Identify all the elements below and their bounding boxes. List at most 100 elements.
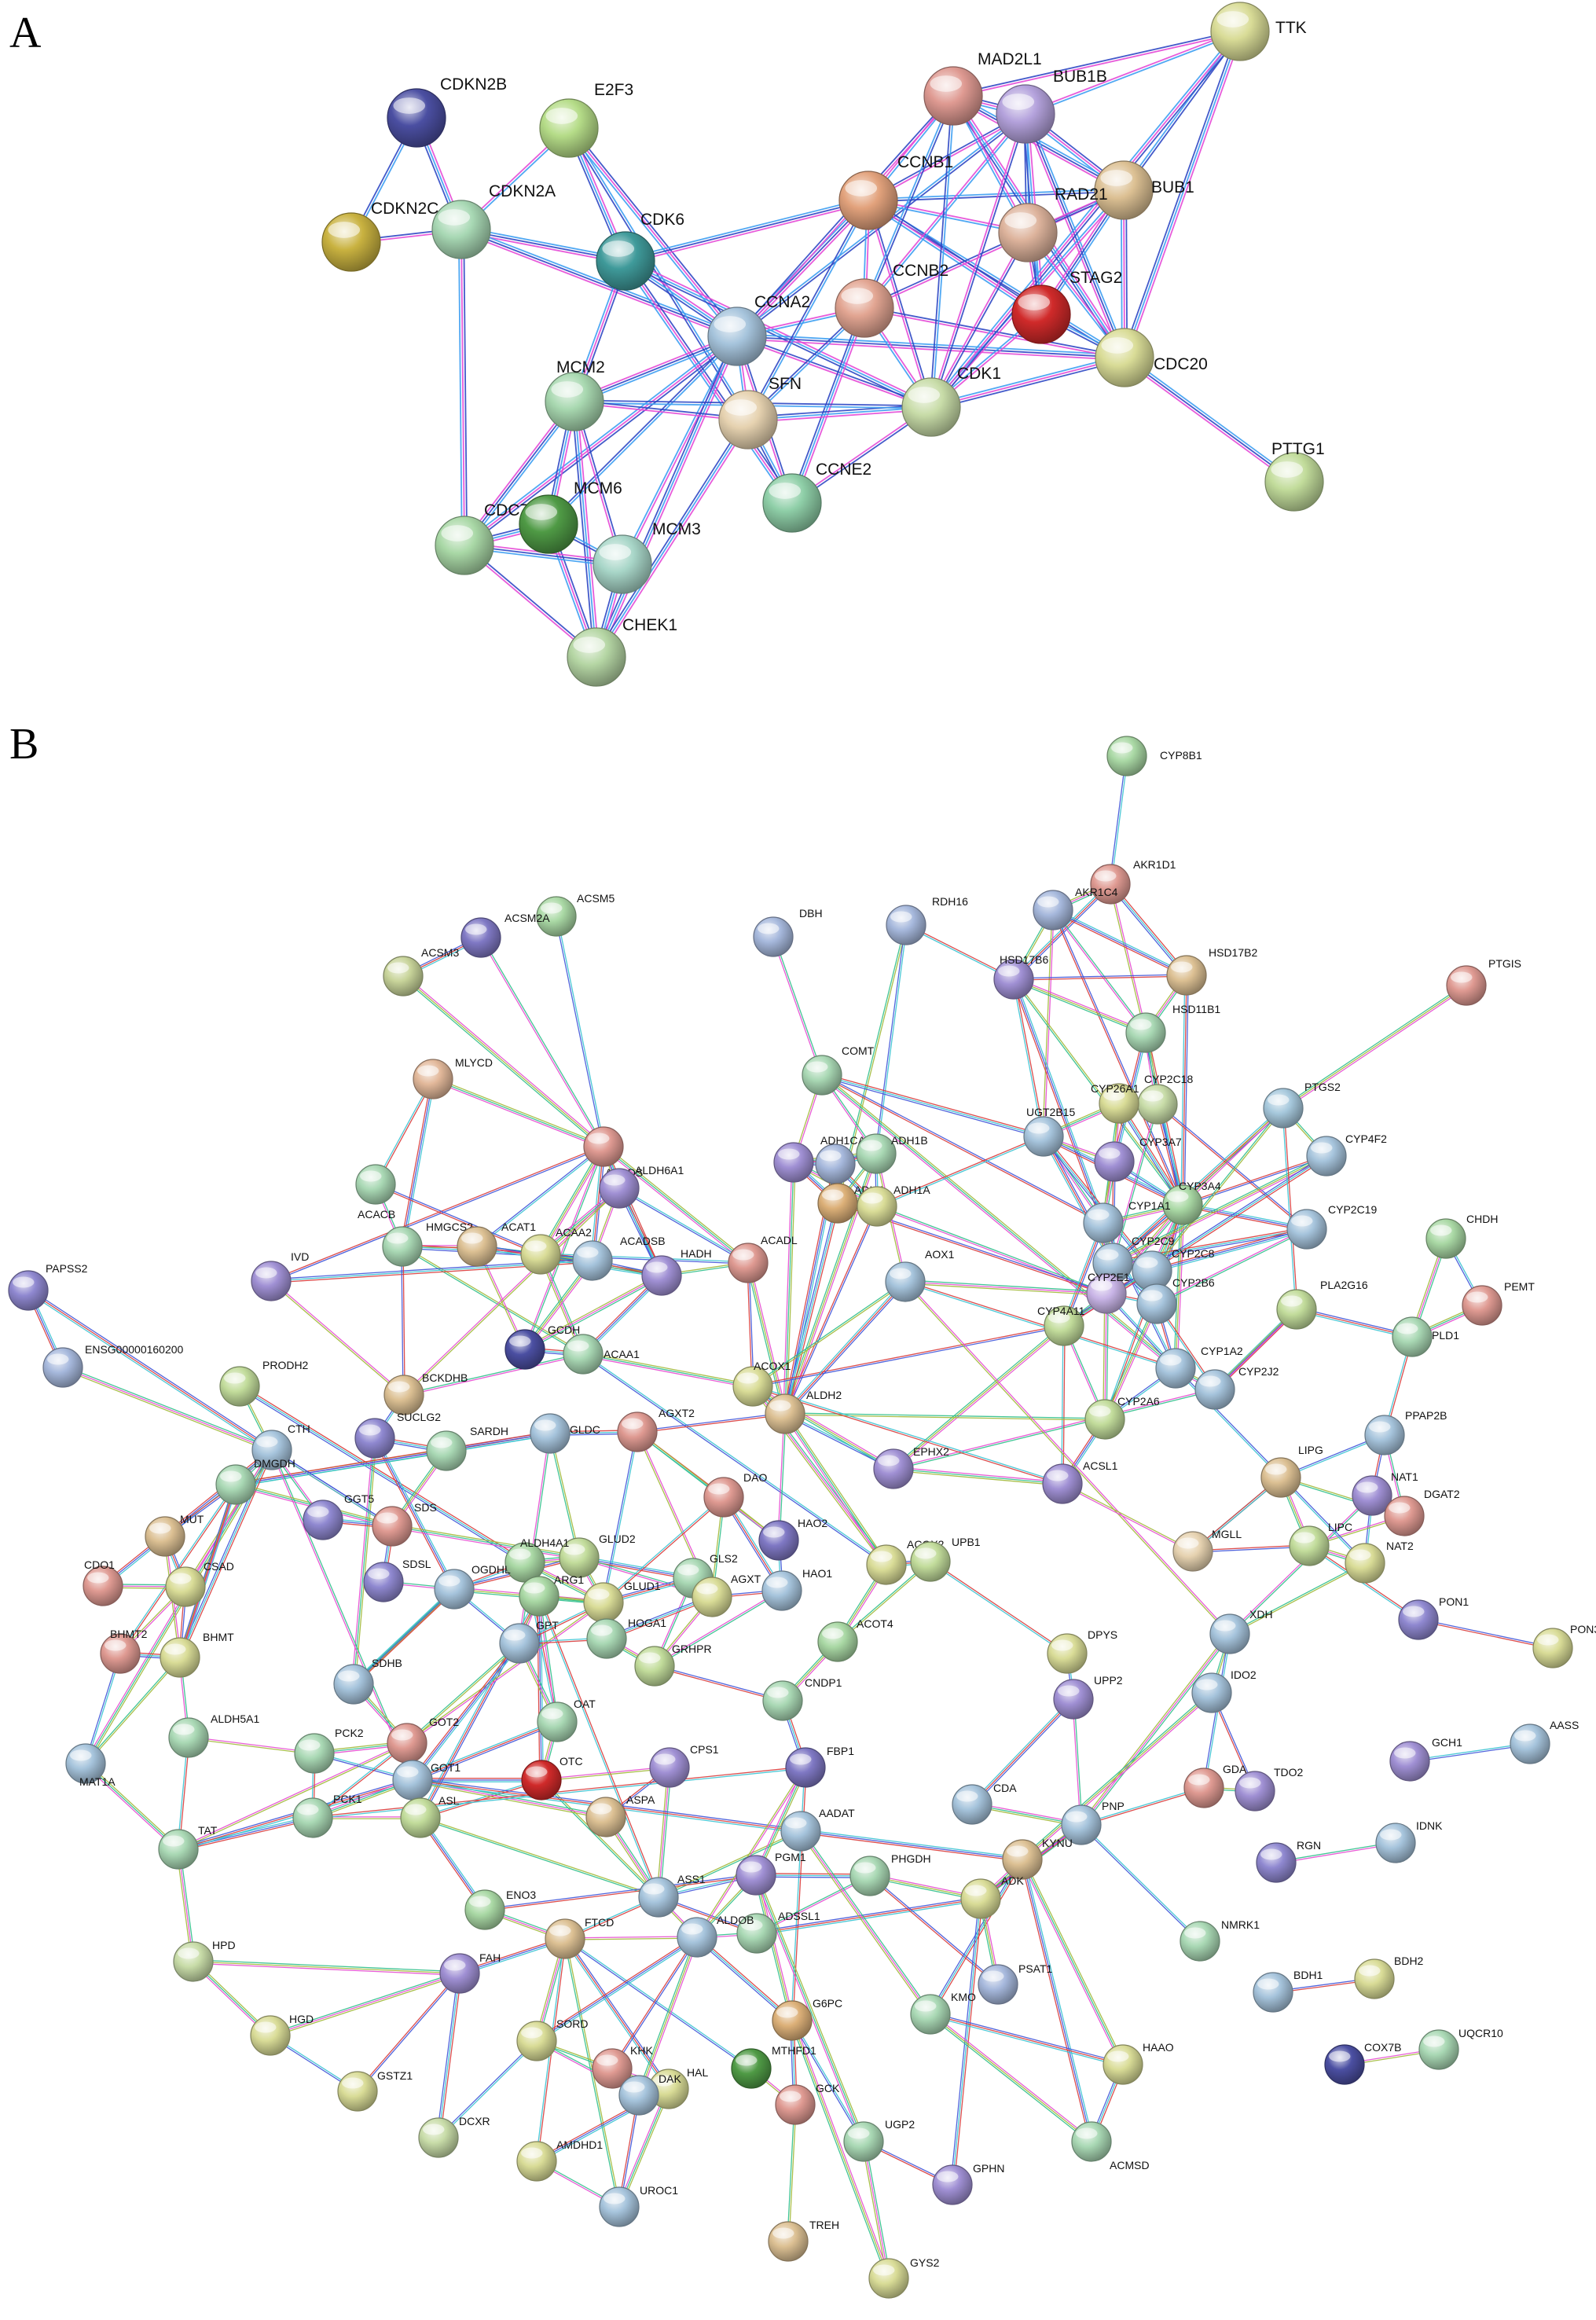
- b-node-ALDH5A1[interactable]: [168, 1717, 209, 1758]
- b-node-FAH[interactable]: [439, 1953, 480, 1994]
- b-node-AGXT[interactable]: [692, 1577, 732, 1617]
- b-node-GDA[interactable]: [1183, 1768, 1224, 1808]
- b-node-HSD11B1[interactable]: [1125, 1012, 1166, 1053]
- a-node-MCM6[interactable]: [519, 494, 578, 554]
- b-node-MTHFD1[interactable]: [731, 2048, 772, 2089]
- b-node-NMRK1[interactable]: [1180, 1921, 1220, 1962]
- b-node-BDH1[interactable]: [1253, 1972, 1293, 2013]
- b-node-EPHX2[interactable]: [873, 1448, 914, 1489]
- a-node-PTTG1[interactable]: [1264, 452, 1324, 512]
- b-node-GRHPR[interactable]: [634, 1646, 675, 1687]
- b-node-ADH1C[interactable]: [773, 1142, 814, 1183]
- b-node-IDO2[interactable]: [1191, 1672, 1232, 1713]
- b-node-HAO1[interactable]: [761, 1570, 802, 1611]
- b-node-COX7B[interactable]: [1324, 2044, 1365, 2085]
- b-node-ARG1[interactable]: [519, 1576, 560, 1617]
- b-node-TAT[interactable]: [158, 1829, 199, 1870]
- b-node-OAT[interactable]: [537, 1701, 578, 1742]
- b-node-ASPA[interactable]: [585, 1797, 626, 1837]
- b-node-SUCLG2[interactable]: [354, 1418, 395, 1459]
- b-node-ADH1A[interactable]: [857, 1186, 897, 1227]
- b-node-ASL[interactable]: [400, 1797, 441, 1838]
- b-node-HGD[interactable]: [250, 2015, 291, 2056]
- b-node-ACAT1[interactable]: [457, 1226, 497, 1267]
- b-node-CYP2C19[interactable]: [1286, 1209, 1327, 1250]
- a-node-CCNB2[interactable]: [835, 278, 894, 338]
- a-node-SFN[interactable]: [718, 390, 778, 450]
- b-node-ACMSD[interactable]: [1071, 2121, 1112, 2162]
- b-node-DAK[interactable]: [618, 2075, 659, 2116]
- b-node-DCXR[interactable]: [418, 2117, 459, 2158]
- a-node-CDK6[interactable]: [596, 231, 655, 291]
- b-node-ADK[interactable]: [960, 1878, 1001, 1919]
- b-node-PTGIS[interactable]: [1446, 965, 1487, 1006]
- b-node-SDHB[interactable]: [333, 1664, 374, 1705]
- b-node-SARDH[interactable]: [426, 1430, 467, 1471]
- a-node-CCNA2[interactable]: [707, 307, 767, 366]
- b-node-GCK[interactable]: [775, 2084, 816, 2125]
- b-node-PPAP2B[interactable]: [1364, 1415, 1405, 1456]
- b-node-CDA[interactable]: [952, 1784, 992, 1825]
- b-node-ACADS[interactable]: [583, 1126, 624, 1167]
- b-node-DAO[interactable]: [703, 1477, 744, 1518]
- b-node-ACAA1[interactable]: [563, 1334, 604, 1375]
- b-node-AADAT[interactable]: [780, 1811, 821, 1852]
- b-node-PCK2[interactable]: [294, 1733, 335, 1774]
- b-node-PCK1[interactable]: [292, 1797, 333, 1838]
- a-node-MCM3[interactable]: [593, 534, 652, 594]
- a-node-MAD2L1[interactable]: [923, 66, 983, 126]
- b-node-FTCD[interactable]: [545, 1918, 585, 1959]
- a-node-CCNB1[interactable]: [838, 171, 898, 230]
- b-node-SDSL[interactable]: [363, 1562, 404, 1602]
- b-node-BDH2[interactable]: [1354, 1958, 1395, 1999]
- b-node-HSD17B2[interactable]: [1166, 955, 1207, 996]
- b-node-GLUD1[interactable]: [583, 1582, 624, 1623]
- b-node-ADH6[interactable]: [815, 1143, 856, 1184]
- b-node-ALDOB[interactable]: [677, 1917, 717, 1958]
- b-node-ALDH2[interactable]: [765, 1393, 805, 1434]
- b-node-ADH1B[interactable]: [856, 1133, 897, 1174]
- b-node-CYP2C18[interactable]: [1137, 1084, 1178, 1125]
- b-node-GOT2[interactable]: [387, 1723, 427, 1764]
- b-node-RGN[interactable]: [1256, 1842, 1297, 1883]
- b-node-HAO2[interactable]: [758, 1520, 799, 1561]
- b-node-HMGCS2[interactable]: [382, 1226, 423, 1267]
- b-node-DMGDH[interactable]: [215, 1464, 256, 1505]
- b-node-LIPG[interactable]: [1260, 1457, 1301, 1498]
- b-node-GCDH[interactable]: [504, 1329, 545, 1370]
- b-node-AGXT2[interactable]: [617, 1411, 658, 1452]
- b-node-G6PC[interactable]: [772, 2000, 813, 2041]
- b-node-ASS1[interactable]: [638, 1877, 679, 1918]
- b-node-GPHN[interactable]: [932, 2164, 973, 2205]
- b-node-GPT[interactable]: [499, 1623, 540, 1664]
- b-node-GGT5[interactable]: [303, 1500, 343, 1540]
- b-node-PLD1[interactable]: [1392, 1316, 1433, 1357]
- b-node-GOT1[interactable]: [392, 1760, 433, 1801]
- b-node-ENO3[interactable]: [464, 1889, 505, 1930]
- b-node-ACADL[interactable]: [728, 1243, 769, 1283]
- b-node-UROC1[interactable]: [599, 2186, 640, 2227]
- b-node-ACOT4[interactable]: [817, 1621, 858, 1662]
- b-node-NAT2[interactable]: [1345, 1543, 1385, 1584]
- b-node-HPD[interactable]: [173, 1941, 214, 1982]
- b-node-IVD[interactable]: [251, 1261, 292, 1301]
- a-node-CDKN2A[interactable]: [431, 200, 491, 259]
- b-node-XDH[interactable]: [1209, 1613, 1250, 1654]
- b-node-ADH4[interactable]: [817, 1183, 858, 1224]
- a-node-CHEK1[interactable]: [567, 627, 626, 687]
- b-node-CNDP1[interactable]: [762, 1680, 803, 1721]
- b-node-ACAA2[interactable]: [520, 1234, 561, 1275]
- b-node-PON1[interactable]: [1398, 1599, 1439, 1640]
- b-node-CSAD[interactable]: [165, 1566, 206, 1607]
- b-node-GCH1[interactable]: [1389, 1741, 1430, 1782]
- b-node-GSTZ1[interactable]: [337, 2071, 378, 2112]
- b-node-HADH[interactable]: [641, 1255, 682, 1296]
- b-node-HOGA1[interactable]: [586, 1618, 627, 1659]
- b-node-MUT[interactable]: [145, 1516, 185, 1557]
- b-node-HAAO[interactable]: [1103, 2044, 1143, 2085]
- b-node-PON3[interactable]: [1532, 1628, 1573, 1668]
- a-node-MCM2[interactable]: [545, 372, 604, 431]
- b-node-CPS1[interactable]: [649, 1747, 690, 1788]
- b-node-ENSG00000160200[interactable]: [42, 1347, 83, 1388]
- b-node-SDS[interactable]: [372, 1506, 413, 1547]
